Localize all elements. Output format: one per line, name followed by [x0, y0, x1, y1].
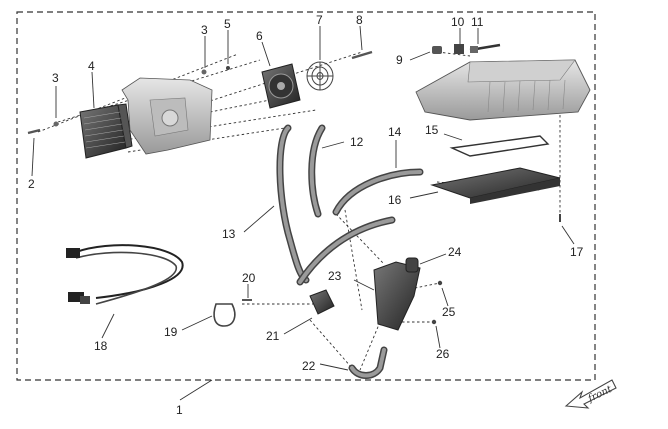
- callout-11: 11: [471, 15, 484, 29]
- callout-24: 24: [448, 245, 462, 259]
- battery-housing-icon: [415, 59, 591, 121]
- callout-5: 5: [224, 17, 231, 31]
- callout-13: 13: [222, 227, 236, 241]
- fan-guard-icon: [306, 61, 334, 91]
- callout-7: 7: [316, 13, 323, 27]
- callout-1: 1: [176, 403, 183, 417]
- callout-3: 3: [201, 23, 208, 37]
- callout-18: 18: [94, 339, 108, 353]
- radiator-icon: [79, 103, 133, 159]
- wiring-harness-icon: [66, 244, 184, 305]
- screw-icon: [27, 128, 41, 135]
- bolt-icon: [351, 50, 373, 60]
- pump-icon: [373, 257, 421, 331]
- callout-8: 8: [356, 13, 363, 27]
- callout-4: 4: [88, 59, 95, 73]
- callout-15: 15: [425, 123, 439, 137]
- callout-25: 25: [442, 305, 456, 319]
- callout-9: 9: [396, 53, 403, 67]
- bolt-icon: [437, 280, 443, 286]
- sensor-icon: [309, 289, 335, 315]
- callout-20: 20: [242, 271, 256, 285]
- gasket-icon: [449, 135, 550, 157]
- callout-12: 12: [350, 135, 364, 149]
- callout-22: 22: [302, 359, 316, 373]
- callout-17: 17: [570, 245, 584, 259]
- bolt-icon: [431, 319, 437, 325]
- callout-labels: 1 2 3 3 4 5 6 7 8 9 10 11 12 13 14 15 16…: [28, 13, 584, 417]
- callout-19: 19: [164, 325, 178, 339]
- callout-leaders: [31, 25, 575, 401]
- callout-14: 14: [388, 125, 402, 139]
- washer-icon: [201, 69, 207, 75]
- hose-clamp-icon: [213, 303, 236, 327]
- callout-10: 10: [451, 15, 465, 29]
- fitting-icon: [432, 43, 501, 54]
- callout-26: 26: [436, 347, 450, 361]
- hose-icon: [350, 348, 386, 378]
- washer-icon: [53, 121, 59, 127]
- assembly-boundary: [16, 11, 596, 381]
- nut-icon: [226, 66, 230, 70]
- callout-16: 16: [388, 193, 402, 207]
- fan-icon: [261, 63, 301, 109]
- callout-6: 6: [256, 29, 263, 43]
- callout-21: 21: [266, 329, 280, 343]
- callout-3: 3: [52, 71, 59, 85]
- front-arrow-icon: [564, 379, 617, 409]
- tray-icon: [430, 167, 561, 204]
- callout-2: 2: [28, 177, 35, 191]
- bracket-icon: [121, 77, 213, 155]
- callout-23: 23: [328, 269, 342, 283]
- hose-icon: [276, 124, 424, 286]
